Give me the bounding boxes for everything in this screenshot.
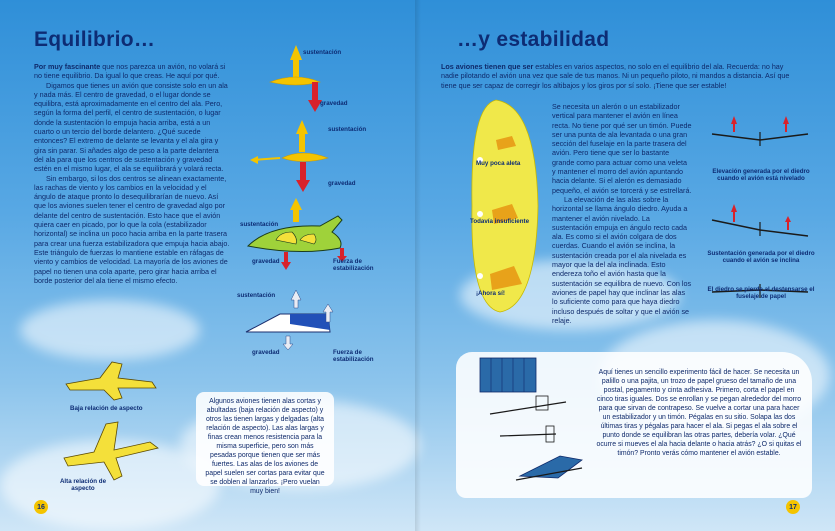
figure-icon <box>477 273 483 279</box>
nose-weight-icon <box>535 395 549 411</box>
label-lift-3: sustentación <box>240 221 279 228</box>
page-number-left: 16 <box>34 500 48 514</box>
label-fin-insufficient: Todavía insuficiente <box>470 218 530 225</box>
arrow-head-icon <box>250 156 258 164</box>
paper-wing-icon <box>471 99 539 313</box>
label-fin-small: Muy poca aleta <box>476 160 521 167</box>
paper-plane-diagram <box>245 289 334 351</box>
fin-medium-icon <box>492 204 518 224</box>
right-paragraph-2: La elevación de las alas sobre la horizo… <box>552 194 692 325</box>
label-fin-ok: ¡Ahora sí! <box>476 290 505 297</box>
experiment-illustration <box>479 357 583 481</box>
left-intro-text: Por muy fascinante que nos parezca un av… <box>34 62 230 285</box>
left-intro-bold: Por muy fascinante <box>34 62 101 71</box>
experiment-text: Aquí tienes un sencillo experimento fáci… <box>596 369 802 457</box>
gravity-arrow-icon <box>281 252 291 270</box>
label-dihedral-level: Elevación generada por el diedro cuando … <box>712 168 810 183</box>
figure-icon <box>477 157 483 163</box>
label-high-aspect: Alta relación de aspecto <box>59 478 107 493</box>
fin-large-icon <box>490 266 522 290</box>
wing-balance-diagram-1 <box>268 45 322 112</box>
gravity-arrow-icon <box>282 335 294 351</box>
lift-arrow-icon <box>731 116 737 132</box>
aspect-ratio-info-box: Algunos aviones tienen alas cortas y abu… <box>196 392 334 495</box>
lift-arrow-icon <box>731 204 737 222</box>
lift-arrow-icon <box>783 116 789 132</box>
lift-arrow-icon <box>290 289 302 309</box>
low-aspect-plane-icon <box>65 361 157 401</box>
wing-profile-icon <box>281 152 329 162</box>
label-dihedral-bank: Sustentación generada por el diedro cuan… <box>707 250 815 265</box>
stabilizing-arrow-icon <box>337 248 347 262</box>
left-intro-rest: que nos parezca un avión, no volará si n… <box>34 62 226 81</box>
glider-window-icon <box>275 231 297 245</box>
high-aspect-plane-icon <box>63 421 159 481</box>
label-stabilizing-3: Fuerza de estabilización <box>333 258 374 273</box>
dihedral-level-diagram <box>711 116 809 146</box>
gravity-arrow-icon <box>296 162 310 192</box>
wing-balance-diagram-2 <box>250 120 329 192</box>
left-paragraph-2: Sin embargo, si los dos centros se aline… <box>34 173 230 285</box>
right-intro-text: Los aviones tienen que ser estables en v… <box>441 62 791 90</box>
label-stabilizing-4: Fuerza de estabilización <box>333 349 374 364</box>
label-gravity-2: gravedad <box>328 180 356 187</box>
right-paragraph-1: Se necesita un alerón o un estabilizador… <box>552 102 692 195</box>
gravity-arrow-icon <box>308 82 322 112</box>
dihedral-bank-diagram <box>711 204 809 237</box>
paper-strips-icon <box>479 357 537 393</box>
glider-body-icon <box>246 215 343 253</box>
lift-arrow-icon <box>785 216 791 230</box>
page-gutter <box>415 0 421 531</box>
stabilizing-arrow-icon <box>322 303 334 323</box>
label-lift-1: sustentación <box>303 49 342 56</box>
straw-icon <box>489 401 567 415</box>
paper-plane-wing-icon <box>290 314 330 330</box>
right-page-title: …y estabilidad <box>457 28 610 51</box>
label-lift-2: sustentación <box>328 126 367 133</box>
tail-icon <box>545 425 555 443</box>
page-number-right: 17 <box>786 500 800 514</box>
label-gravity-1: gravedad <box>320 100 348 107</box>
right-main-text: Se necesita un alerón o un estabilizador… <box>552 102 692 325</box>
fin-small-icon <box>496 136 516 150</box>
straw-icon <box>499 433 557 437</box>
dihedral-lost-diagram <box>711 284 809 298</box>
left-page-title: Equilibrio… <box>34 28 156 51</box>
cloud <box>20 300 200 360</box>
right-intro-bold: Los aviones tienen que ser <box>441 62 534 71</box>
glider-window-icon <box>299 233 317 245</box>
label-low-aspect: Baja relación de aspecto <box>70 405 143 412</box>
aspect-ratio-text: Algunos aviones tienen alas cortas y abu… <box>205 398 325 495</box>
label-dihedral-lost: El diedro se pierde al destensarse el fu… <box>707 286 815 301</box>
lift-arrow-icon <box>290 198 302 222</box>
label-gravity-3: gravedad <box>252 258 280 265</box>
figure-icon <box>477 211 483 217</box>
right-intro-rest: estables en varios aspectos, no solo en … <box>441 62 790 90</box>
green-glider-diagram <box>246 198 347 270</box>
left-paragraph-1: Digamos que tienes un avión que consiste… <box>34 80 228 174</box>
finished-model-icon <box>518 455 583 479</box>
fin-wing-panel <box>471 99 539 313</box>
label-lift-4: sustentación <box>237 292 276 299</box>
lift-arrow-icon <box>290 45 302 78</box>
wing-profile-icon <box>268 76 321 86</box>
label-gravity-4: gravedad <box>252 349 280 356</box>
lift-arrow-icon <box>296 120 308 152</box>
